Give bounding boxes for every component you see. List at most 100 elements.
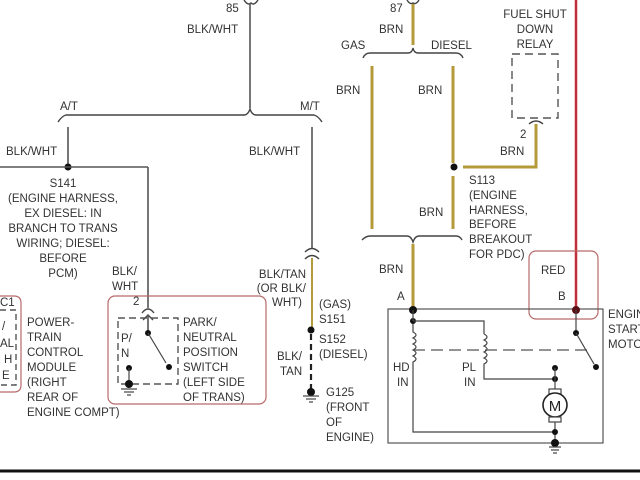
splice-gas-label-2: S151 [319,314,346,326]
relay-pin-label: 2 [520,129,526,141]
red-wire-highlight-box [528,250,599,320]
mt-connector-bottom-icon [304,254,320,260]
hd-coil-return-wire [412,372,555,433]
svg-text:H: H [4,354,12,366]
gas-diesel-merge-brace [361,235,463,245]
splice-s151-dot [307,326,315,334]
svg-text:BLK/TAN: BLK/TAN [259,269,306,281]
svg-text:MODULE: MODULE [27,362,77,374]
wire-at-label: BLK/WHT [6,146,57,158]
mt-label: M/T [300,101,320,113]
svg-text:ENGINE): ENGINE) [326,432,374,444]
wire-blkwht-top-label: BLK/WHT [187,24,238,36]
gas-diesel-brace [362,47,464,59]
splice-s113-dot [450,163,458,171]
splice-gas-label-1: (GAS) [319,299,351,311]
wire-to-switch-label-2: WHT [112,281,138,293]
pn-switch-blade [147,332,167,364]
splice-s141-label: S141 (ENGINE HARNESS, EX DIESEL: IN BRAN… [8,178,118,280]
svg-text:DOWN: DOWN [517,24,553,36]
svg-text:(RIGHT: (RIGHT [27,377,67,389]
relay-wire-label: BRN [500,146,524,158]
g125-label: G125 (FRONT OF ENGINE) [326,387,374,444]
terminal-a-label: A [397,291,405,303]
svg-text:S113: S113 [469,175,495,187]
starter-switch-contact-dot [593,364,599,370]
ground-wire-label-2: TAN [280,366,302,378]
svg-text:POWER-: POWER- [27,317,74,329]
svg-text:FOR PDC): FOR PDC) [469,249,525,261]
splice-diesel-label-2: (DIESEL) [319,349,368,361]
svg-text:POSITION: POSITION [183,347,238,359]
starter-ground-dot [551,439,559,447]
wire-to-switch-label-1: BLK/ [112,266,138,278]
starter-motor-label: ENGINE STARTER MOTOR [608,309,640,351]
svg-text:E: E [2,370,10,382]
svg-text:RELAY: RELAY [517,39,554,51]
svg-text:/: / [2,321,6,333]
pl-label-2: IN [464,377,476,389]
connector-87-icon [406,0,420,5]
wire-to-starter-label: BRN [379,264,403,276]
pn-switch-highlight-box [107,295,267,405]
wire-brn-top-label: BRN [379,24,403,36]
svg-text:(ENGINE HARNESS,: (ENGINE HARNESS, [8,193,118,205]
svg-text:CONTROL: CONTROL [27,347,84,359]
svg-text:EX DIESEL: IN: EX DIESEL: IN [24,208,101,220]
motor-symbol: M [549,398,562,415]
pn-ground-icon [121,388,137,396]
svg-text:(OR BLK/: (OR BLK/ [257,283,307,295]
hd-label-2: IN [397,377,409,389]
pn-label-1: P/ [121,333,133,345]
svg-text:OF: OF [326,417,342,429]
pn-switch-pin-label: 2 [133,296,139,308]
wire-gas-label: BRN [336,85,360,97]
pin-85-label: 85 [226,3,239,15]
svg-text:(FRONT: (FRONT [326,402,369,414]
pn-switch-label: PARK/ NEUTRAL POSITION SWITCH (LEFT SIDE… [183,317,245,404]
starter-motor-box [387,308,604,444]
mt-wire-label: BLK/TAN (OR BLK/ WHT) [257,269,307,309]
svg-text:STARTER: STARTER [608,324,640,336]
pcm-dashed-outline [0,309,17,386]
pl-coil-feed-wire [413,320,485,334]
g125-ground-dot [307,388,315,396]
svg-text:FUEL SHUT: FUEL SHUT [503,9,566,21]
motor-brush-bottom [548,416,562,423]
gas-label: GAS [341,40,366,52]
svg-text:(ENGINE: (ENGINE [469,190,517,202]
splice-diesel-label-1: S152 [319,334,346,346]
svg-text:AL: AL [0,338,15,350]
starter-switch-blade [575,332,595,365]
g125-ground-icon [303,395,319,403]
pn-ground-dot-2 [125,380,133,388]
svg-text:ENGINE: ENGINE [608,309,640,321]
svg-text:BEFORE: BEFORE [39,253,87,265]
svg-text:C1: C1 [0,297,15,309]
svg-text:NEUTRAL: NEUTRAL [183,332,237,344]
diesel-label: DIESEL [431,40,473,52]
pn-label-2: N [121,348,129,360]
svg-text:PARK/: PARK/ [183,317,217,329]
svg-text:SWITCH: SWITCH [183,362,228,374]
svg-text:S141: S141 [50,178,77,190]
svg-text:MOTOR: MOTOR [608,339,640,351]
svg-text:BEFORE: BEFORE [469,219,517,231]
at-mt-brace [57,106,323,123]
pl-coil-icon [482,333,555,380]
hd-coil-icon [411,324,417,372]
fuel-shutdown-relay-label: FUEL SHUT DOWN RELAY [503,9,566,51]
svg-text:WHT): WHT) [272,297,302,309]
terminal-b-label: B [558,291,566,303]
wire-diesel-label: BRN [418,85,442,97]
pcm-partial-labels: C1 / AL H E [0,297,15,382]
red-wire-label: RED [541,265,565,277]
ground-wire-label-1: BLK/ [277,351,303,363]
pcm-highlight-box [0,295,22,393]
splice-s113-label: S113 (ENGINE HARNESS, BEFORE BREAKOUT FO… [469,175,532,261]
svg-text:HARNESS,: HARNESS, [469,205,528,217]
svg-text:OF TRANS): OF TRANS) [183,392,245,404]
wire-mt-label: BLK/WHT [249,146,300,158]
pn-connector-icon [141,308,155,314]
